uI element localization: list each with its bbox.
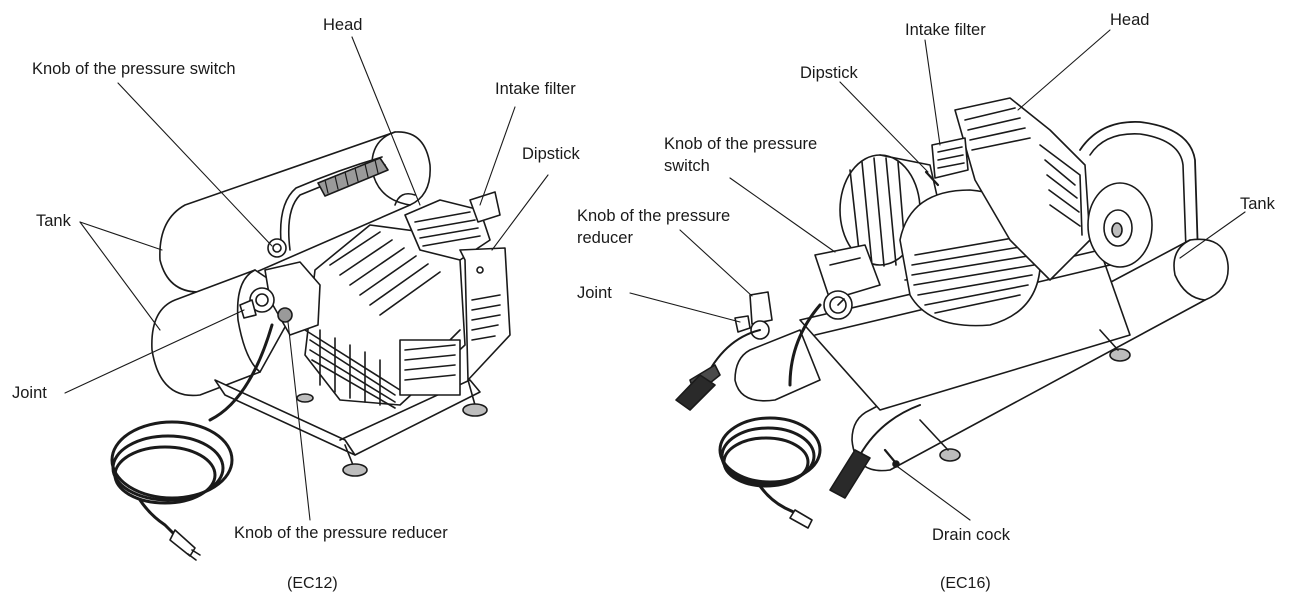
ec16-label-tank: Tank <box>1240 195 1275 213</box>
leader-ec12-head <box>351 36 421 206</box>
leader-ec16-head <box>1017 29 1111 111</box>
ec16-label-knob-pressure-reducer-line2: reducer <box>577 229 633 247</box>
ec16-label-joint: Joint <box>577 284 612 302</box>
ec16-pulley <box>1087 182 1153 268</box>
ec12-label-joint: Joint <box>12 384 47 402</box>
ec12-label-dipstick: Dipstick <box>522 145 580 163</box>
ec12-regulator <box>239 261 321 336</box>
ec12-compressor-drawing <box>110 131 511 561</box>
ec12-label-tank: Tank <box>36 212 71 230</box>
ec16-compressor-drawing <box>675 97 1229 529</box>
ec12-leaders <box>64 36 549 521</box>
leader-ec12-knob-pressure-switch <box>117 82 273 247</box>
ec16-right-grip <box>829 404 921 499</box>
ec12-label-intake-filter: Intake filter <box>495 80 576 98</box>
ec12-caption: (EC12) <box>287 575 338 592</box>
ec16-pressure-switch <box>814 244 881 301</box>
ec12-power-cord <box>110 323 274 561</box>
leader-ec12-tank-lower <box>79 221 161 331</box>
ec16-intake-filter <box>931 137 969 179</box>
ec16-dipstick <box>924 170 940 187</box>
ec16-label-drain-cock: Drain cock <box>932 526 1010 544</box>
ec16-label-knob-pressure-switch-line2: switch <box>664 157 710 175</box>
ec12-frame <box>214 379 488 477</box>
leader-ec16-joint <box>629 292 741 323</box>
ec16-leaders <box>629 29 1246 521</box>
ec16-regulator <box>734 291 773 340</box>
leader-ec16-intake-filter <box>924 39 941 146</box>
ec16-power-cord <box>718 303 822 529</box>
ec16-left-grip <box>675 329 761 411</box>
ec16-drain-cock <box>883 448 900 468</box>
ec12-label-knob-pressure-reducer: Knob of the pressure reducer <box>234 524 448 542</box>
ec16-label-head: Head <box>1110 11 1150 29</box>
ec16-label-knob-pressure-reducer-line1: Knob of the pressure <box>577 207 731 225</box>
leader-ec12-knob-pressure-reducer <box>287 321 311 521</box>
ec12-motor-shroud <box>304 224 466 409</box>
ec12-intake-filter <box>469 191 501 223</box>
leader-ec12-dipstick <box>491 174 549 251</box>
ec12-label-head: Head <box>323 16 363 34</box>
ec12-head <box>394 192 491 261</box>
ec16-gauge <box>823 290 853 320</box>
leader-ec12-intake-filter <box>479 106 516 206</box>
leader-ec12-tank-upper <box>79 221 163 251</box>
ec12-label-knob-pressure-switch: Knob of the pressure switch <box>32 60 236 78</box>
ec16-label-dipstick: Dipstick <box>800 64 858 82</box>
leader-ec16-drain-cock <box>897 466 971 521</box>
ec12-handle <box>279 156 389 253</box>
ec16-caption: (EC16) <box>940 575 991 592</box>
ec16-label-intake-filter: Intake filter <box>905 21 986 39</box>
ec16-left-tank <box>734 329 821 402</box>
leader-ec16-dipstick <box>839 81 929 173</box>
ec12-side-panel <box>459 247 511 381</box>
leader-ec16-knob-pressure-reducer <box>679 229 753 297</box>
leader-ec16-knob-pressure-switch <box>729 177 836 253</box>
leader-ec12-joint <box>64 309 245 394</box>
ec16-handle-loop <box>1079 121 1199 256</box>
ec12-pressure-switch <box>267 238 287 258</box>
ec16-label-knob-pressure-switch-line1: Knob of the pressure <box>664 135 818 153</box>
leader-ec16-tank <box>1179 211 1246 259</box>
